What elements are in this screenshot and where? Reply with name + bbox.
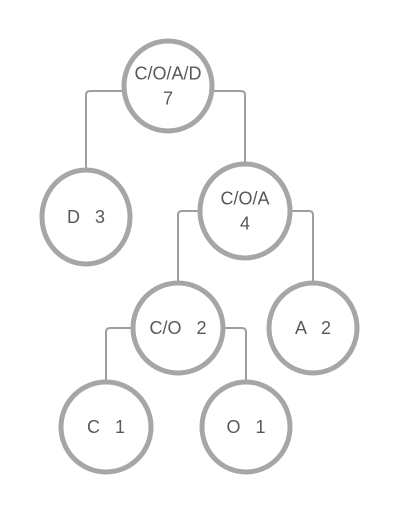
edge-root-to-coa (208, 90, 246, 164)
node-label-root-1: 7 (163, 89, 173, 109)
tree-node-d: D 3 (39, 167, 133, 267)
edge-co-to-c (105, 327, 137, 382)
node-circle-coa (197, 161, 293, 261)
tree-node-o: O 1 (199, 379, 293, 475)
node-circle-c (58, 379, 154, 475)
edge-coa-to-co (177, 210, 204, 283)
tree-node-coa: C/O/A 4 (197, 161, 293, 261)
node-label-c-0: C 1 (87, 417, 125, 437)
node-circle-a (266, 280, 360, 376)
edge-coa-to-a (286, 210, 314, 283)
node-label-coa-1: 4 (240, 214, 250, 234)
tree-edges (85, 90, 314, 382)
node-label-co-0: C/O 2 (149, 318, 206, 338)
node-label-o-0: O 1 (226, 417, 265, 437)
edge-co-to-o (219, 327, 247, 382)
edge-root-to-d (85, 90, 128, 170)
node-circle-d (39, 167, 133, 267)
tree-node-root: C/O/A/D 7 (121, 38, 215, 134)
tree-node-a: A 2 (266, 280, 360, 376)
tree-node-co: C/O 2 (130, 280, 226, 376)
node-label-root-0: C/O/A/D (134, 64, 201, 84)
tree-nodes: C/O/A/D 7 D 3 C/O/A 4C/O 2 A 2 C 1 O 1 (39, 38, 360, 475)
node-circle-o (199, 379, 293, 475)
node-circle-co (130, 280, 226, 376)
node-label-a-0: A 2 (295, 318, 331, 338)
node-circle-root (121, 38, 215, 134)
node-label-coa-0: C/O/A (220, 189, 269, 209)
node-label-d-0: D 3 (67, 207, 105, 227)
tree-node-c: C 1 (58, 379, 154, 475)
